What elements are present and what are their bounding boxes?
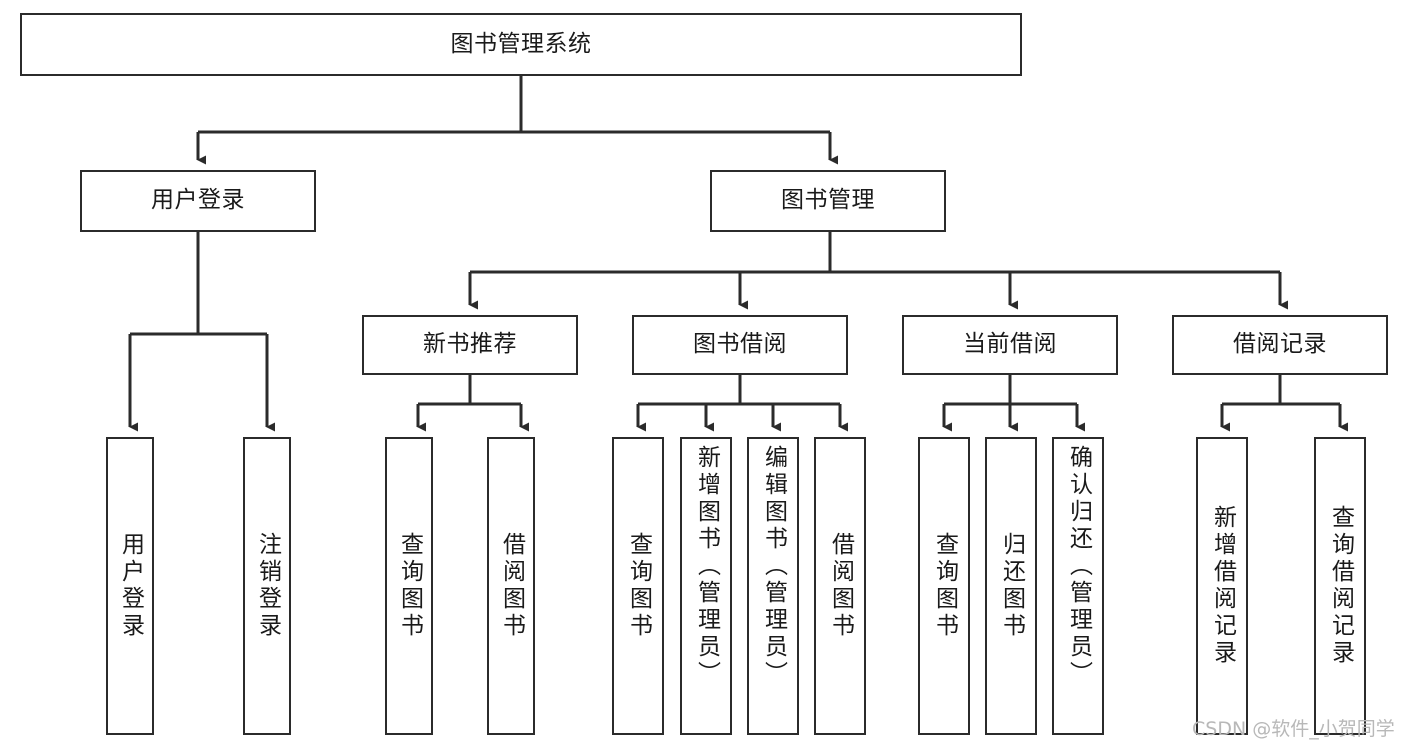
node-leaf-add-book-label: 新增图书（管理员） <box>693 445 720 688</box>
node-leaf-add-book[interactable]: 新增图书（管理员） <box>680 437 732 735</box>
node-leaf-query-book-1[interactable]: 查询图书 <box>385 437 433 735</box>
node-leaf-query-book-3[interactable]: 查询图书 <box>918 437 970 735</box>
node-root-label: 图书管理系统 <box>450 30 592 57</box>
node-leaf-query-book-2[interactable]: 查询图书 <box>612 437 664 735</box>
node-new-book-recommend-label: 新书推荐 <box>423 331 517 358</box>
node-current-borrow[interactable]: 当前借阅 <box>902 315 1118 375</box>
node-book-borrow[interactable]: 图书借阅 <box>632 315 848 375</box>
node-leaf-query-record-label: 查询借阅记录 <box>1327 505 1354 667</box>
node-root[interactable]: 图书管理系统 <box>20 13 1022 76</box>
node-leaf-edit-book[interactable]: 编辑图书（管理员） <box>747 437 799 735</box>
node-leaf-query-record[interactable]: 查询借阅记录 <box>1314 437 1366 735</box>
node-user-login[interactable]: 用户登录 <box>80 170 316 232</box>
node-borrow-record[interactable]: 借阅记录 <box>1172 315 1388 375</box>
node-leaf-return-book-label: 归还图书 <box>998 532 1025 640</box>
node-book-management[interactable]: 图书管理 <box>710 170 946 232</box>
node-leaf-confirm-return[interactable]: 确认归还（管理员） <box>1052 437 1104 735</box>
node-borrow-record-label: 借阅记录 <box>1233 331 1327 358</box>
node-leaf-confirm-return-label: 确认归还（管理员） <box>1065 445 1092 688</box>
watermark-text: CSDN @软件_小贺同学 <box>1192 718 1395 740</box>
node-leaf-add-record[interactable]: 新增借阅记录 <box>1196 437 1248 735</box>
node-leaf-borrow-book-2[interactable]: 借阅图书 <box>814 437 866 735</box>
node-leaf-borrow-book-1-label: 借阅图书 <box>498 532 525 640</box>
node-current-borrow-label: 当前借阅 <box>963 331 1057 358</box>
node-leaf-return-book[interactable]: 归还图书 <box>985 437 1037 735</box>
node-book-management-label: 图书管理 <box>781 187 875 214</box>
node-leaf-user-login-label: 用户登录 <box>117 532 144 640</box>
node-leaf-add-record-label: 新增借阅记录 <box>1209 505 1236 667</box>
node-leaf-logout-login[interactable]: 注销登录 <box>243 437 291 735</box>
node-leaf-edit-book-label: 编辑图书（管理员） <box>760 445 787 688</box>
node-leaf-borrow-book-1[interactable]: 借阅图书 <box>487 437 535 735</box>
node-book-borrow-label: 图书借阅 <box>693 331 787 358</box>
node-new-book-recommend[interactable]: 新书推荐 <box>362 315 578 375</box>
node-leaf-query-book-3-label: 查询图书 <box>931 532 958 640</box>
node-user-login-label: 用户登录 <box>151 187 245 214</box>
node-leaf-logout-login-label: 注销登录 <box>254 532 281 640</box>
node-leaf-query-book-2-label: 查询图书 <box>625 532 652 640</box>
node-leaf-borrow-book-2-label: 借阅图书 <box>827 532 854 640</box>
node-leaf-query-book-1-label: 查询图书 <box>396 532 423 640</box>
node-leaf-user-login[interactable]: 用户登录 <box>106 437 154 735</box>
